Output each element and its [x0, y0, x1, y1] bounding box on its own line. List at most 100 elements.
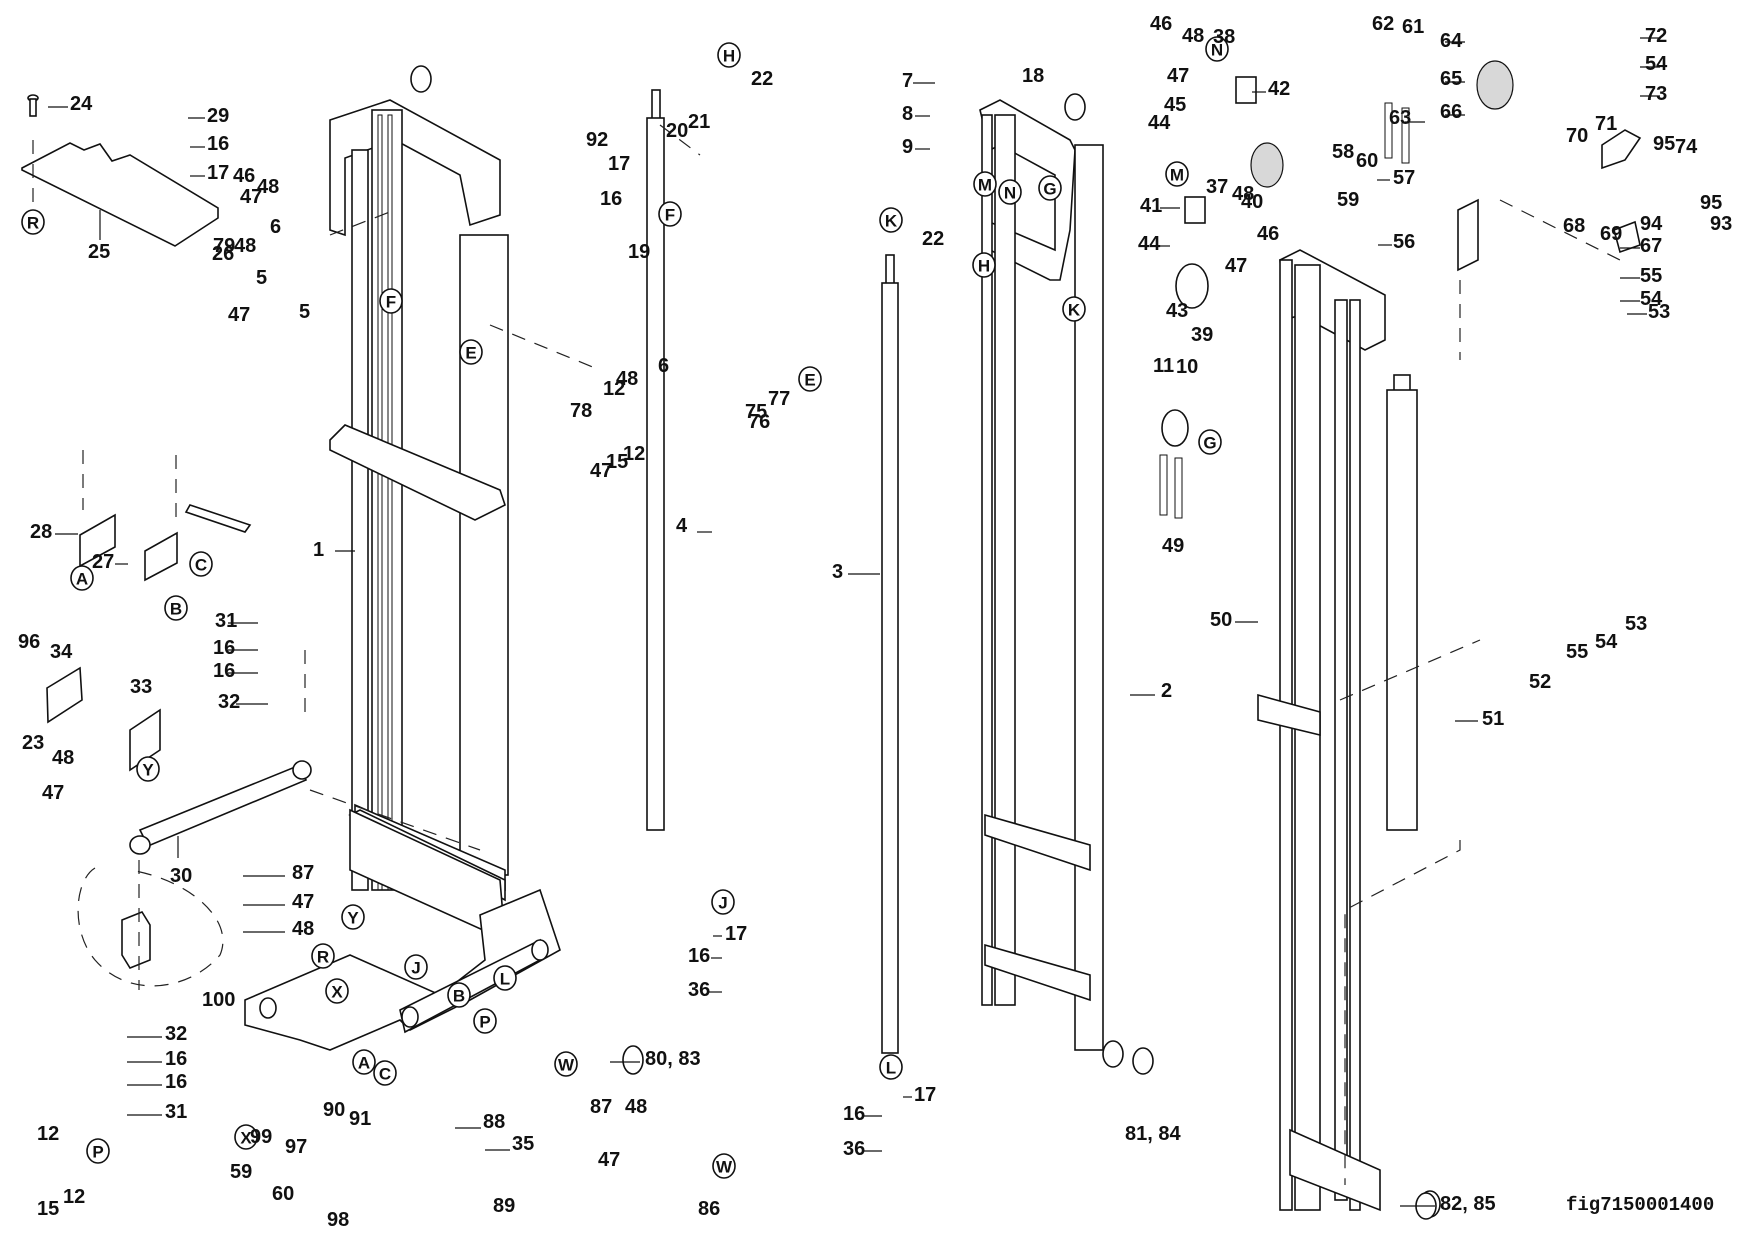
callout-number: 93: [1710, 213, 1732, 235]
callout-4: 4: [676, 515, 712, 537]
callout-number: 44: [1138, 233, 1161, 255]
callout-1: 1: [313, 539, 355, 561]
callout-15: 15: [606, 451, 628, 473]
callout-16: 16: [600, 188, 622, 210]
callout-59: 59: [1337, 189, 1359, 211]
callout-47: 47: [228, 304, 250, 326]
callout-44: 44: [1148, 112, 1171, 134]
reference-circle: [21, 209, 45, 235]
callout-number: 23: [22, 732, 44, 754]
callout-48: 48: [257, 176, 279, 198]
callout-48: 48: [625, 1096, 647, 1118]
reference-letter: A: [358, 1054, 370, 1073]
callout-72: 72: [1640, 25, 1667, 47]
reference-letter: G: [1203, 434, 1216, 453]
callout-number: 47: [598, 1149, 620, 1171]
callout-48: 48: [1232, 183, 1254, 205]
reference-letter: K: [1068, 301, 1081, 320]
reference-letter: Y: [142, 761, 154, 780]
callout-number: 12: [603, 378, 625, 400]
callout-97: 97: [285, 1136, 307, 1158]
callout-19: 19: [628, 241, 650, 263]
callout-number: 32: [218, 691, 240, 713]
reference-circle: [459, 339, 483, 365]
callout-73: 73: [1640, 83, 1667, 105]
callout-17: 17: [190, 162, 229, 184]
callout-number: 47: [292, 891, 314, 913]
callout-40: 40: [1241, 191, 1263, 213]
callout-46: 46: [233, 165, 255, 187]
callout-79: 79: [213, 235, 235, 257]
callout-65: 65: [1440, 68, 1465, 90]
part-geometry: [21, 60, 1642, 1220]
callout-number: 70: [1566, 125, 1588, 147]
reference-letter: F: [665, 206, 675, 225]
callout-12: 12: [37, 1123, 59, 1145]
reference-letter: L: [500, 970, 510, 989]
callout-99: 99: [250, 1126, 272, 1148]
callout-41: 41: [1140, 195, 1180, 217]
reference-letter: P: [92, 1143, 103, 1162]
reference-circle: [1062, 296, 1086, 322]
callout-70: 70: [1566, 125, 1588, 147]
callout-25: 25: [88, 210, 110, 263]
reference-letter: M: [1170, 166, 1184, 185]
callout-number: 66: [1440, 101, 1462, 123]
callout-64: 64: [1440, 30, 1465, 52]
callout-47: 47: [1225, 255, 1247, 277]
reference-circle: [379, 288, 403, 314]
reference-circle: [554, 1051, 578, 1077]
callout-49: 49: [1162, 535, 1184, 557]
reference-letter: N: [1004, 184, 1016, 203]
reference-letter: W: [716, 1158, 733, 1177]
callout-number: 36: [843, 1138, 865, 1160]
callout-45: 45: [1164, 94, 1186, 116]
callout-number: 6: [270, 216, 281, 238]
callout-number: 46: [1150, 13, 1172, 35]
callout-12: 12: [623, 443, 645, 465]
reference-letter: B: [170, 600, 182, 619]
callout-number: 98: [327, 1209, 349, 1231]
callout-number: 58: [1332, 141, 1354, 163]
reference-circle: [1165, 161, 1189, 187]
callout-24: 24: [48, 93, 93, 115]
callout-number: 42: [1268, 78, 1290, 100]
callout-88: 88: [455, 1111, 505, 1133]
callout-number: 3: [832, 561, 843, 583]
bearing-top-1: [410, 65, 432, 93]
reference-circle: [311, 943, 335, 969]
chain-63: [1384, 102, 1410, 164]
callout-39: 39: [1191, 324, 1213, 346]
callout-number: 16: [207, 133, 229, 155]
callout-number: 48: [292, 918, 314, 940]
callout-number: 96: [18, 631, 40, 653]
callout-number: 50: [1210, 609, 1232, 631]
callout-number: 16: [688, 945, 710, 967]
callout-48: 48: [52, 747, 74, 769]
callout-number: 69: [1600, 223, 1622, 245]
reference-letter: M: [978, 176, 992, 195]
callout-22: 22: [922, 228, 944, 250]
callout-16: 16: [127, 1048, 187, 1070]
callout-number: 81, 84: [1125, 1123, 1181, 1145]
callout-52: 52: [1529, 671, 1551, 693]
reference-letter: G: [1043, 180, 1056, 199]
bracket-56: [1457, 198, 1479, 272]
callout-number: 19: [628, 241, 650, 263]
reference-marker-f: F: [658, 201, 682, 227]
callout-number: 71: [1595, 113, 1617, 135]
callout-number: 36: [688, 979, 710, 1001]
callout-33: 33: [130, 676, 152, 698]
callout-8: 8: [902, 103, 930, 125]
callout-number: 16: [213, 637, 235, 659]
chain-49: [1159, 454, 1183, 519]
callout-18: 18: [1022, 65, 1044, 87]
reference-marker-k: K: [879, 207, 903, 233]
reference-marker-l: L: [879, 1054, 903, 1080]
callout-21: 21: [688, 111, 710, 133]
callout-number: 57: [1393, 167, 1415, 189]
reference-letter: R: [27, 214, 39, 233]
callout-number: 8: [902, 103, 913, 125]
